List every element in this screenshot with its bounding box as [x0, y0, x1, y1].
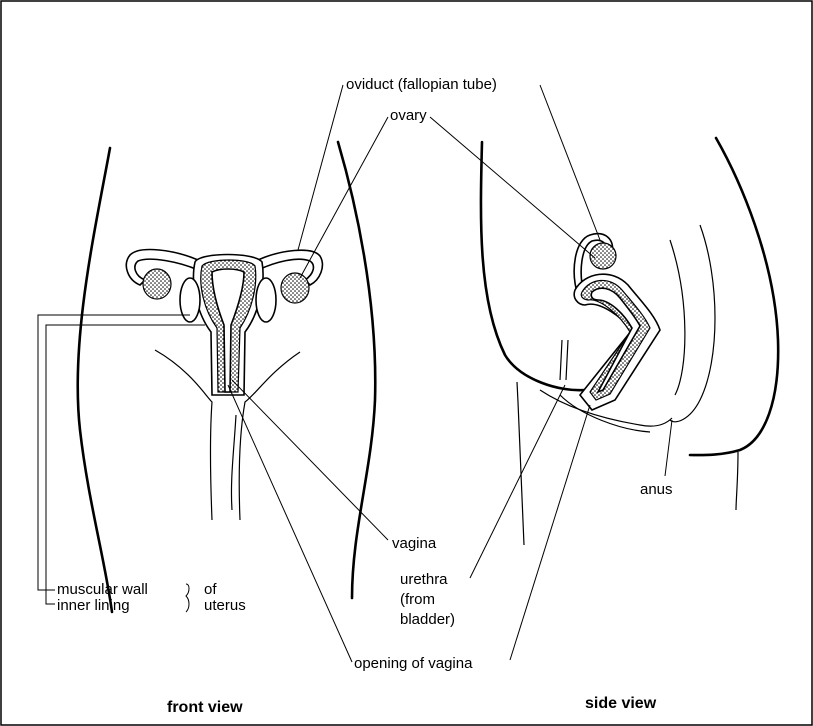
label-opening-of-vagina: opening of vagina [354, 655, 473, 672]
side-bladder-outline [560, 340, 568, 380]
side-leg-back [736, 452, 738, 510]
side-leg-front [517, 382, 524, 545]
front-body-right-outline [338, 142, 375, 598]
leader-vagina [232, 380, 388, 540]
leader-oviduct-front [298, 85, 343, 250]
side-back-inner [670, 240, 685, 395]
label-muscular-wall: muscular wall [57, 581, 148, 598]
side-body-front-outline [481, 142, 585, 390]
leader-ovary-side [430, 117, 595, 258]
front-thigh-right [239, 352, 300, 520]
front-ligament-right [256, 278, 276, 322]
leader-urethra [470, 385, 565, 578]
side-body-back-outline [690, 138, 778, 455]
front-ovary-left [143, 269, 171, 299]
leader-muscular-wall [38, 315, 190, 590]
front-ovary-right [281, 273, 309, 303]
label-uterus: uterus [204, 597, 246, 614]
leader-inner-lining [46, 325, 205, 604]
uterus-brace [186, 584, 189, 612]
label-inner-lining: inner lining [57, 597, 130, 614]
leader-lines [38, 85, 672, 662]
label-anus: anus [640, 481, 673, 498]
leader-ovary-front [300, 117, 388, 278]
front-thigh-left [155, 350, 212, 520]
label-urethra-line3: bladder) [400, 611, 455, 628]
leader-oviduct-side [540, 85, 600, 240]
label-vagina: vagina [392, 535, 437, 552]
front-body-left-outline [78, 148, 112, 612]
leader-opening-front [228, 385, 352, 662]
caption-front-view: front view [167, 699, 243, 716]
front-leg-inner-line [231, 415, 236, 510]
caption-side-view: side view [585, 695, 657, 712]
side-ovary [590, 243, 616, 269]
leader-opening-side [510, 405, 590, 660]
label-oviduct: oviduct (fallopian tube) [346, 76, 497, 93]
label-ovary: ovary [390, 107, 427, 124]
label-urethra-line1: urethra [400, 571, 448, 588]
label-urethra-line2: (from [400, 591, 435, 608]
label-of: of [204, 581, 217, 598]
front-view-drawing [78, 142, 376, 612]
leader-anus [665, 420, 672, 476]
